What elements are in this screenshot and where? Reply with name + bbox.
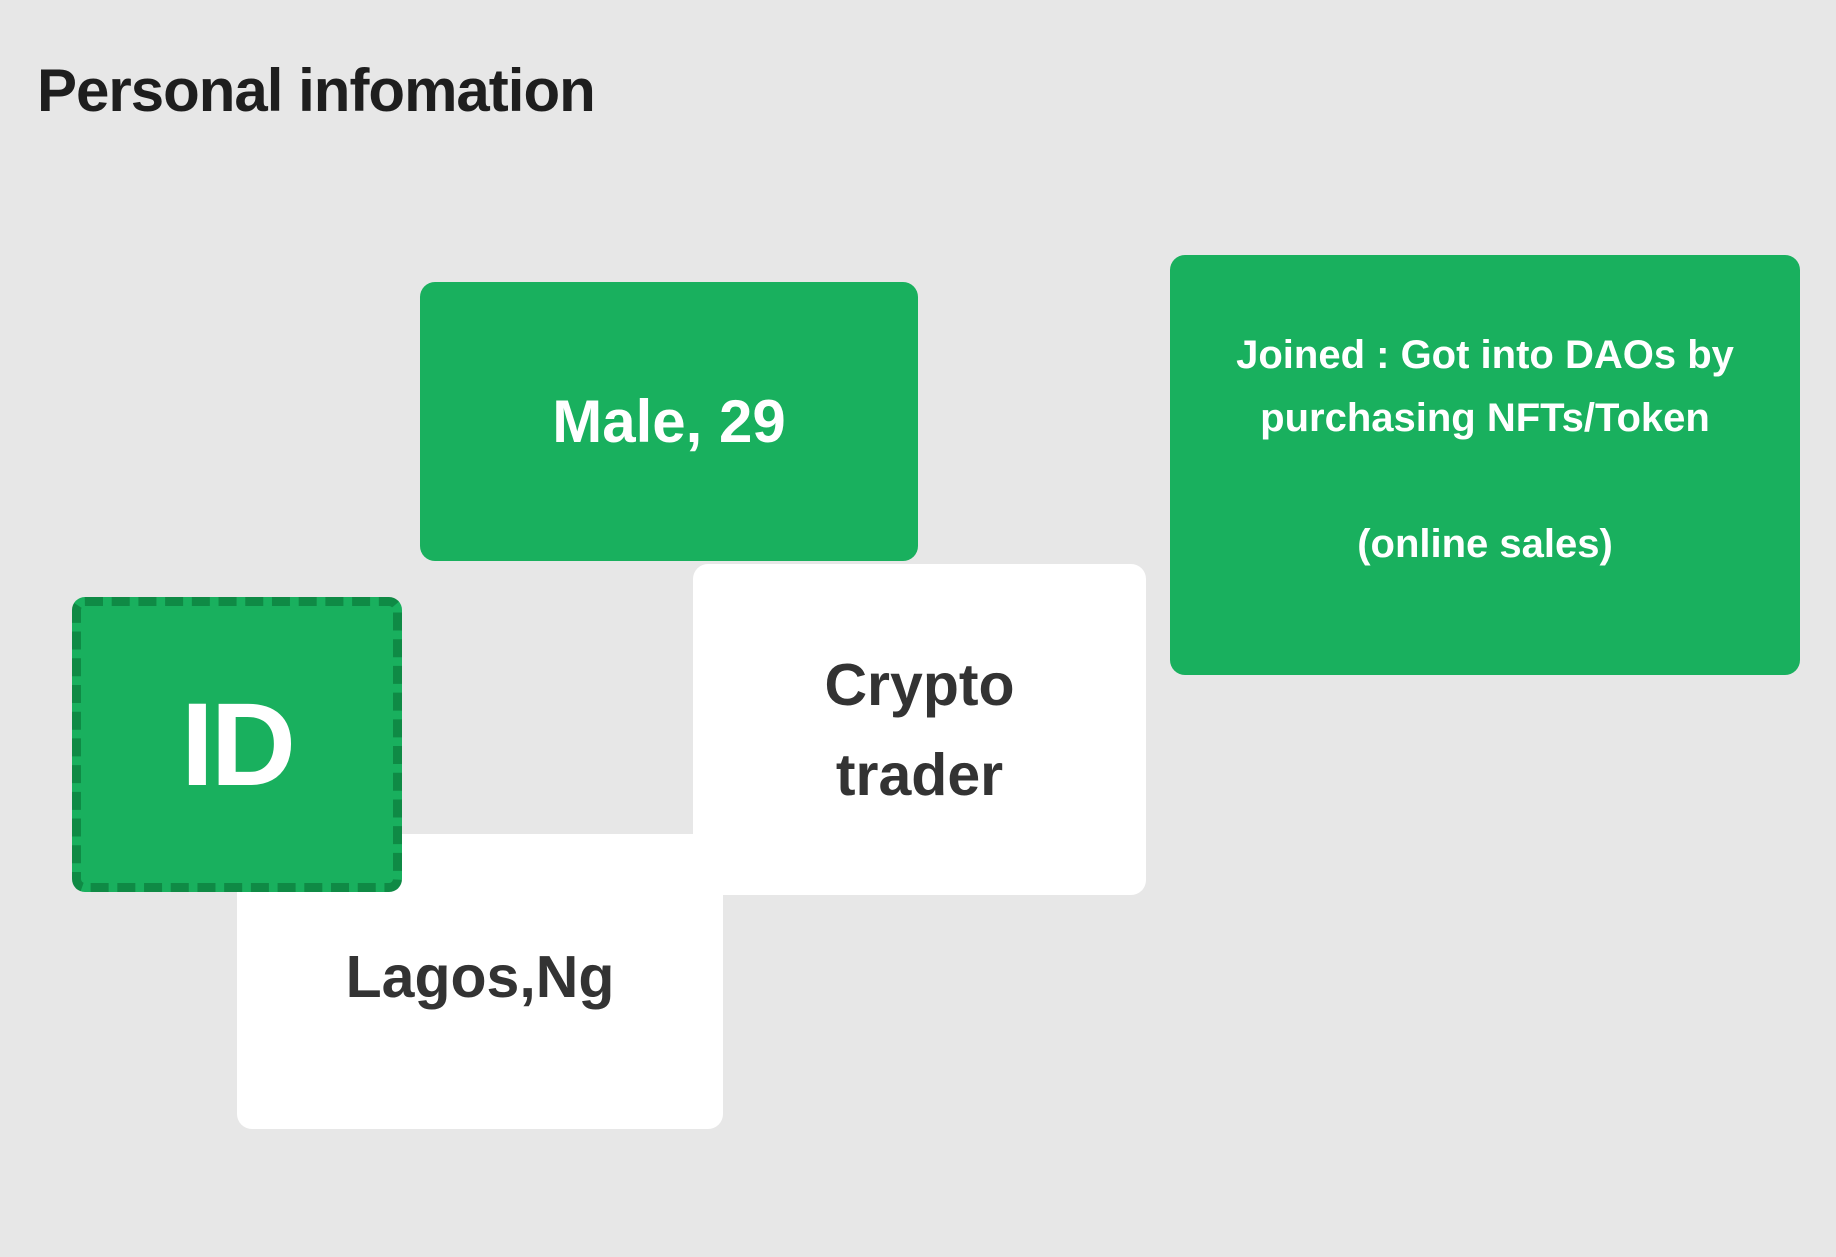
demographic-card: Male, 29: [420, 282, 918, 561]
id-label: ID: [181, 678, 296, 811]
id-card: ID: [72, 597, 402, 892]
page-title: Personal infomation: [37, 57, 596, 124]
location-label: Lagos,Ng: [345, 943, 615, 1010]
occupation-card: Crypto trader: [693, 564, 1146, 895]
demographic-label: Male, 29: [552, 388, 786, 455]
joined-label: Joined : Got into DAOs by purchasing NFT…: [1236, 333, 1734, 566]
occupation-label: Crypto trader: [824, 651, 1015, 808]
joined-card: Joined : Got into DAOs by purchasing NFT…: [1170, 255, 1800, 675]
location-card: Lagos,Ng: [237, 834, 723, 1129]
